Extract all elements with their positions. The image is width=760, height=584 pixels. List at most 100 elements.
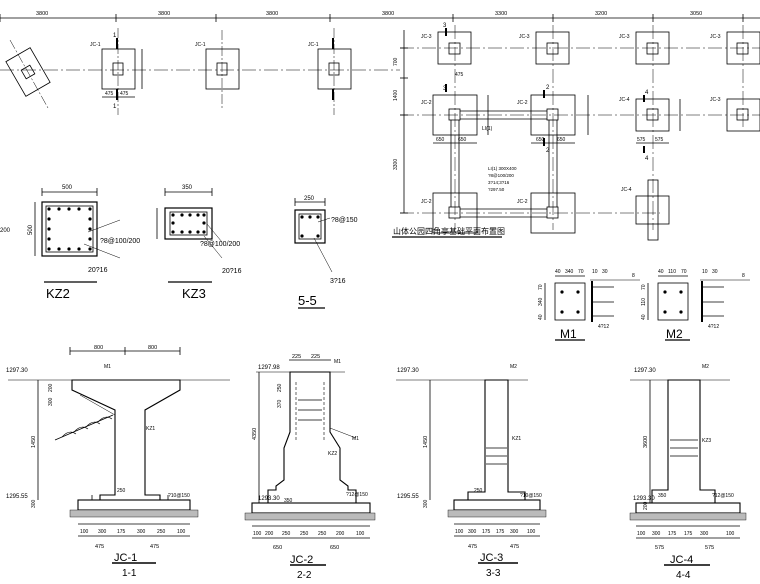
jc-tag: JC-2 [517,199,528,205]
rebar-dot [57,207,61,211]
jc4-section [629,379,747,566]
jc2-name: JC-2 [290,554,313,566]
rebar-dot [196,213,200,217]
jc3-rebar: ?10@150 [520,493,542,499]
jc2-rebar: ?12@150 [346,492,368,498]
jc3-half-dim: 475 [468,544,477,550]
foundation-plan [392,25,760,241]
jc3-half-dim: 475 [510,544,519,550]
m1-dim: 10 [592,269,598,275]
kz2-section [34,188,121,283]
rebar-dot [300,215,304,219]
kz2-side: 200 [0,228,11,234]
rebar-dot [202,230,206,234]
jc3-bottom-dim: 175 [482,529,491,535]
m1-side-dim: 340 [538,297,544,306]
span-4: 3800 [382,11,394,17]
kz3-bars: 20?16 [222,268,242,275]
rebar-dot [77,207,81,211]
rebar-dot [88,237,92,241]
jc4-plate: M2 [702,364,709,370]
jc1-bottom-dim: 100 [177,529,186,535]
jc4-height: 3600 [643,436,649,448]
dim-475: 475 [455,72,464,78]
jc1-small-dim: 300 [31,499,37,508]
jc1-section [8,347,230,564]
jc1-half-dim: 475 [150,544,159,550]
jc2-plate: M1 [334,359,341,365]
m1-dim: 30 [602,269,608,275]
rebar-dot [47,217,51,221]
jc-tag: JC-3 [519,34,530,40]
jc4-rebar: ?12@150 [712,493,734,499]
plan-title: 山体公园四角亭基础平面布置图 [393,226,505,236]
rebar-dot [188,230,192,234]
rebar-dot [180,213,184,217]
rebar-dot [663,290,667,294]
beam-spec: ?297.50 [488,187,505,192]
kz3-width: 350 [182,185,193,191]
dim-650: 650 [458,137,467,143]
jc-tag: JC-2 [517,100,528,106]
jc3-name: JC-3 [480,552,503,564]
jc2-small-dim: 250 [277,383,283,392]
jc1-rebar: ?10@150 [168,493,190,499]
kz2-stirrup: ?8@100/200 [100,238,140,245]
jc3-top-elev: 1297.30 [397,368,419,374]
dim-475: 475 [120,91,129,97]
jc2-top-dim: 225 [292,354,301,360]
dim-650: 650 [557,137,566,143]
jc2-bottom-dim: 100 [253,531,262,537]
rebar-dot [202,213,206,217]
jc-tag: JC-3 [421,34,432,40]
jc-tag: JC-2 [421,100,432,106]
rebar-dot [188,213,192,217]
section-mark: 2 [546,148,550,154]
rebar-dot [679,310,683,314]
jc-tag: JC-1 [195,42,206,48]
rebar-dot [47,207,51,211]
span-6: 3200 [595,11,607,17]
jc2-cut: 2-2 [297,570,312,581]
jc-tag: JC-2 [421,199,432,205]
m2-dim: 70 [681,269,687,275]
top-dimension-chain [0,14,760,22]
kz2-bars: 20?16 [88,267,108,274]
jc3-cut: 3-3 [486,568,501,579]
span-3: 3800 [266,11,278,17]
m1-dim: 40 [555,269,561,275]
jc3-column: KZ1 [512,436,521,442]
m2-bolts: 4?12 [708,324,719,330]
jc1-bottom-dim: 300 [98,529,107,535]
jc2-column: KZ2 [328,451,337,457]
kz2-label: KZ2 [46,286,70,301]
s55-label: 5-5 [298,293,317,308]
beam-spec: ?8@100/200 [488,173,514,178]
kz3-section [156,188,223,283]
rebar-dot [88,217,92,221]
jc2-small-dim: 370 [277,399,283,408]
m2-dim: 10 [702,269,708,275]
kz3-stirrup: ?8@100/200 [200,241,240,248]
jc4-bottom-dim: 100 [726,531,735,537]
jc1-half-dim: 475 [95,544,104,550]
jc4-column: KZ3 [702,438,711,444]
section-mark: 1 [113,104,117,110]
m2-side-dim: 40 [641,314,647,320]
section-mark: 2 [546,85,550,91]
jc2-small-dim: 350 [284,498,293,504]
jc1-small-dim: 200 [48,383,54,392]
jc2-bottom-dim: 250 [282,531,291,537]
jc1-name: JC-1 [114,552,137,564]
beam-label: LI(1) [482,126,493,132]
m1-dim: 70 [578,269,584,275]
m1-bolts: 4?12 [598,324,609,330]
rebar-dot [576,310,580,314]
s55-stirrup: ?8@150 [331,217,358,224]
m1-label: M1 [560,327,577,341]
jc1-bottom-dim: 300 [137,529,146,535]
jc4-small-dim: 200 [643,501,649,510]
jc1-bottom-dim: 100 [80,529,89,535]
jc3-height: 1450 [423,436,429,448]
rebar-dot [88,247,92,251]
